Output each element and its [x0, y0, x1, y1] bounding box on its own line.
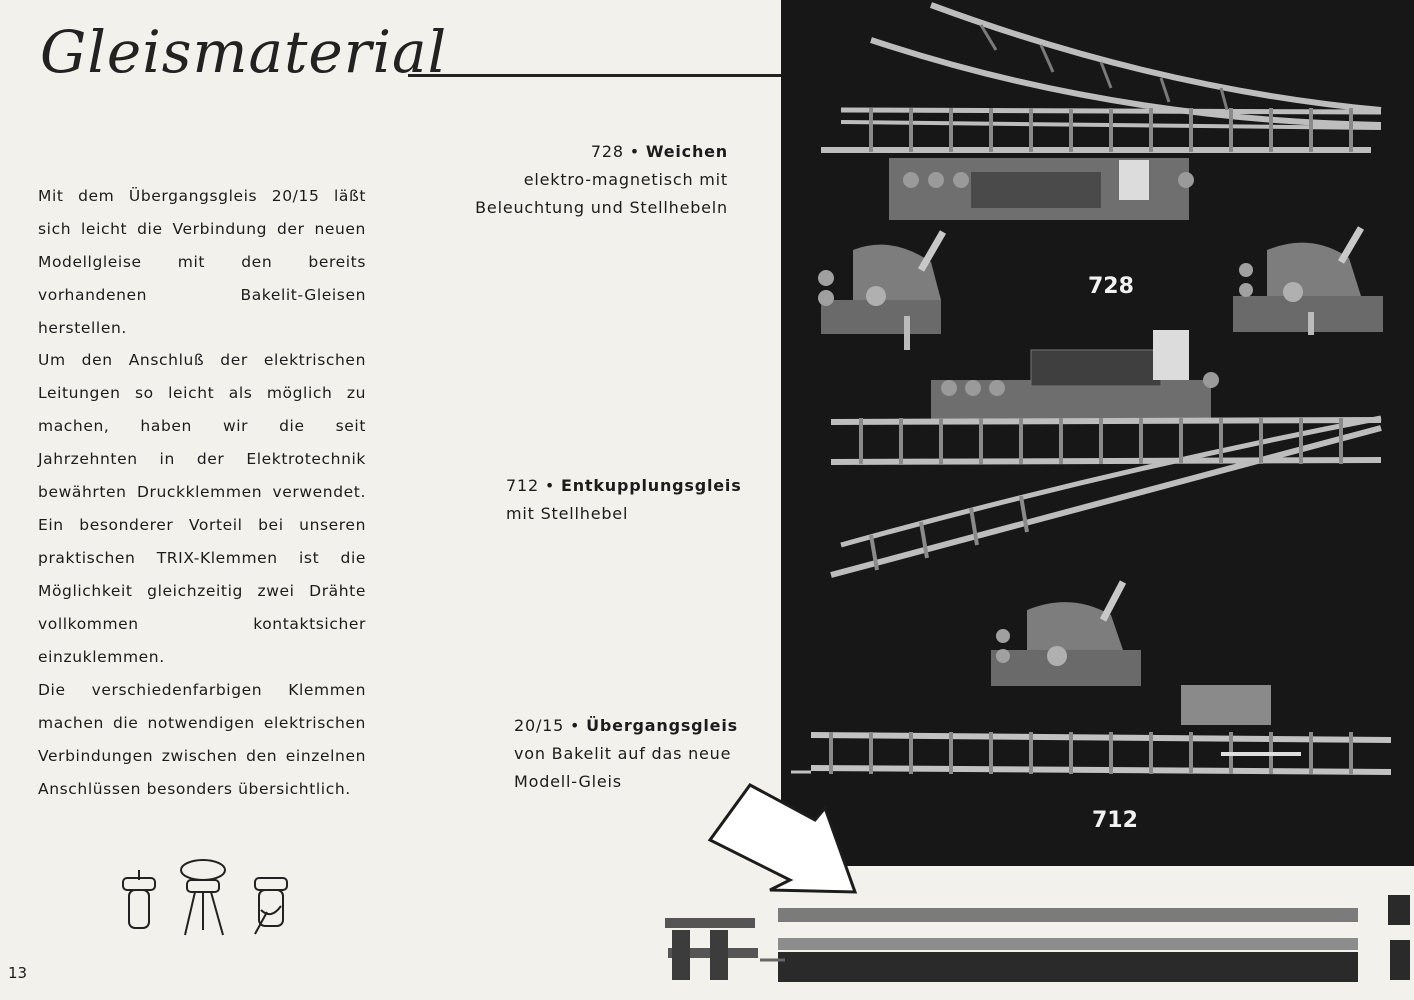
- page-title: Gleismaterial: [40, 18, 448, 86]
- clamp-icon: [122, 870, 156, 929]
- turnout-728-top: [821, 2, 1382, 153]
- switch-lamp: [1119, 160, 1149, 200]
- page-number: 13: [8, 964, 28, 982]
- turnout-728-middle: [830, 330, 1382, 578]
- caption-728-heading: 728 • Weichen: [440, 138, 728, 166]
- title-rule: [408, 74, 782, 77]
- caption-712-number: 712: [506, 476, 539, 495]
- caption-712-line-1: mit Stellhebel: [506, 504, 629, 523]
- track-rail-middle: [778, 938, 1358, 950]
- caption-separator: •: [629, 142, 640, 161]
- caption-712: 712 • Entkupplungsgleis mit Stellhebel: [506, 472, 776, 528]
- caption-728-line-1: elektro-magnetisch mit: [523, 170, 728, 189]
- clamp-open-icon: [180, 859, 226, 936]
- paragraph-1: Mit dem Übergangsgleis 20/15 läßt sich l…: [38, 187, 366, 337]
- caption-712-name: Entkupplungsgleis: [560, 476, 742, 495]
- caption-728-number: 728: [590, 142, 624, 161]
- caption-2015-name: Übergangsgleis: [586, 716, 738, 735]
- caption-2015-line-1: von Bakelit auf das neue: [514, 744, 732, 763]
- switch-motor-cover: [971, 172, 1101, 208]
- caption-728: 728 • Weichen elektro-magnetisch mit Bel…: [440, 138, 728, 222]
- clamp-wired-icon: [254, 877, 288, 935]
- caption-separator: •: [570, 716, 581, 735]
- caption-2015-line-2: Modell-Gleis: [514, 772, 622, 791]
- track-bed: [778, 952, 1358, 982]
- caption-728-name: Weichen: [645, 142, 728, 161]
- terminal-clamps-top: [903, 172, 1194, 188]
- caption-2015: 20/15 • Übergangsgleis von Bakelit auf d…: [514, 712, 776, 796]
- product-photo: 728 712: [781, 0, 1414, 866]
- arrow-icon: [707, 783, 858, 894]
- track-rail-top: [778, 908, 1358, 922]
- transition-track-2015: [665, 895, 1410, 982]
- track-end-right: [1388, 895, 1410, 980]
- paragraph-3: Die verschiedenfarbigen Klemmen machen d…: [38, 681, 366, 798]
- track-illustration: [791, 2, 1392, 775]
- caption-728-line-2: Beleuchtung und Stellhebeln: [475, 198, 728, 217]
- lever-uncoupler: [991, 580, 1141, 686]
- uncoupling-track-712: [791, 685, 1392, 775]
- lever-right: [1233, 226, 1383, 335]
- caption-2015-number: 20/15: [514, 716, 565, 735]
- photo-label-712: 712: [1092, 808, 1138, 833]
- photo-label-728: 728: [1088, 274, 1134, 299]
- terminal-clamp-drawings: [122, 859, 288, 936]
- lever-left: [818, 230, 947, 350]
- caption-separator: •: [544, 476, 556, 495]
- caption-712-heading: 712 • Entkupplungsgleis: [506, 472, 776, 500]
- track-end-left: [665, 918, 758, 980]
- caption-2015-heading: 20/15 • Übergangsgleis: [514, 712, 776, 740]
- paragraph-2: Um den Anschluß der elektrischen Leitung…: [38, 351, 366, 666]
